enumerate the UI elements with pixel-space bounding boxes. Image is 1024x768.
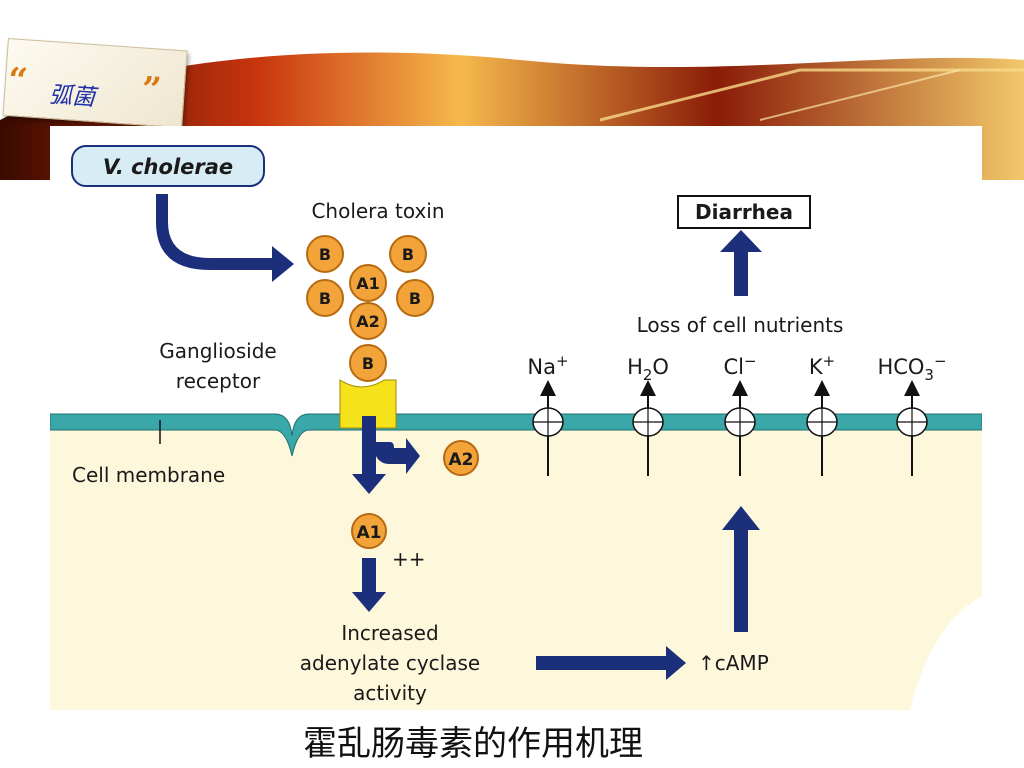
arrow-organism-to-toxin [156, 194, 294, 282]
receptor-label: Ganglioside [159, 339, 276, 363]
enzyme-label: Increased [341, 621, 438, 645]
released-a2-subunit [443, 440, 479, 476]
organism-label: V. cholerae [103, 155, 233, 179]
released-a1-subunit [351, 513, 387, 549]
toxin-subunit-label: A2 [356, 312, 380, 331]
diarrhea-box [677, 195, 811, 229]
arrow-enzyme-to-camp [536, 646, 686, 680]
enzyme-label: adenylate cyclase [300, 651, 480, 675]
ion-label: Cl− [723, 352, 756, 379]
outcome-label: Diarrhea [695, 200, 793, 224]
open-quote-icon: “ [6, 60, 29, 102]
slide-caption: 霍乱肠毒素的作用机理 [303, 724, 643, 764]
close-quote-icon: ” [140, 69, 163, 111]
receptor-label: receptor [176, 369, 261, 393]
ion-label: H2O [627, 355, 669, 384]
organism-box [71, 145, 265, 187]
toxin-subunit [306, 279, 344, 317]
toxin-label: Cholera toxin [311, 199, 444, 223]
activation-mark: ++ [392, 547, 426, 571]
toxin-subunit-label: B [409, 289, 421, 308]
toxin-subunit-label: B [362, 354, 374, 373]
cytoplasm [50, 430, 292, 710]
ganglioside-receptor [339, 379, 397, 429]
ion-channels: Na+ H2O Cl− K+ HCO3− [527, 352, 947, 476]
toxin-subunit [389, 235, 427, 273]
toxin-subunit [306, 235, 344, 273]
arrow-camp-up [722, 506, 760, 632]
toxin-subunit-label: B [319, 245, 331, 264]
released-a2-label: A2 [449, 450, 474, 470]
toxin-subunit-label: B [319, 289, 331, 308]
slide-title: 弧菌 [48, 82, 96, 112]
loss-label: Loss of cell nutrients [637, 313, 844, 337]
cytoplasm [292, 430, 982, 710]
cholera-toxin-diagram: Cell membrane V. cholerae Cholera toxin … [50, 126, 982, 710]
toxin-subunit [349, 264, 387, 302]
arrow-down-entry [352, 416, 386, 494]
arrow-to-diarrhea [720, 230, 762, 296]
camp-label: ↑cAMP [698, 651, 769, 675]
ion-label: HCO3− [877, 352, 946, 384]
ion-label: K+ [809, 352, 835, 379]
toxin-subunit [349, 302, 387, 340]
toxin-subunit-label: A1 [356, 274, 380, 293]
toxin-subunit [396, 279, 434, 317]
enzyme-label: activity [353, 681, 427, 705]
slide-title-tag: “ 弧菌 ” [2, 38, 188, 129]
membrane-label: Cell membrane [72, 463, 225, 487]
toxin-subunit-label: B [402, 245, 414, 264]
released-a1-label: A1 [357, 523, 382, 543]
toxin-subunit [349, 344, 387, 382]
ion-label: Na+ [527, 352, 568, 379]
arrow-a2-release [376, 438, 420, 474]
arrow-a1-to-enzyme [352, 558, 386, 612]
